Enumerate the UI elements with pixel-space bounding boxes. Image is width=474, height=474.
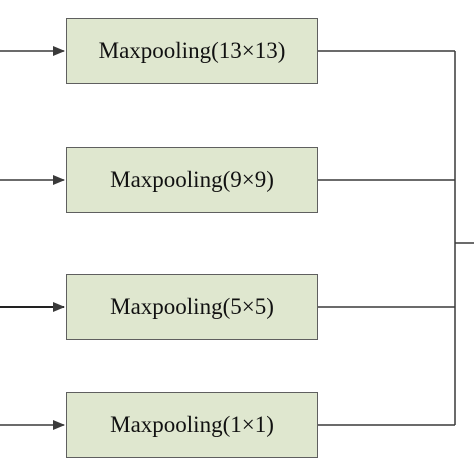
maxpool-9-node: Maxpooling(9×9) — [66, 147, 318, 213]
maxpool-5-node: Maxpooling(5×5) — [66, 274, 318, 340]
maxpool-13-node: Maxpooling(13×13) — [66, 18, 318, 84]
maxpool-1-node: Maxpooling(1×1) — [66, 392, 318, 458]
